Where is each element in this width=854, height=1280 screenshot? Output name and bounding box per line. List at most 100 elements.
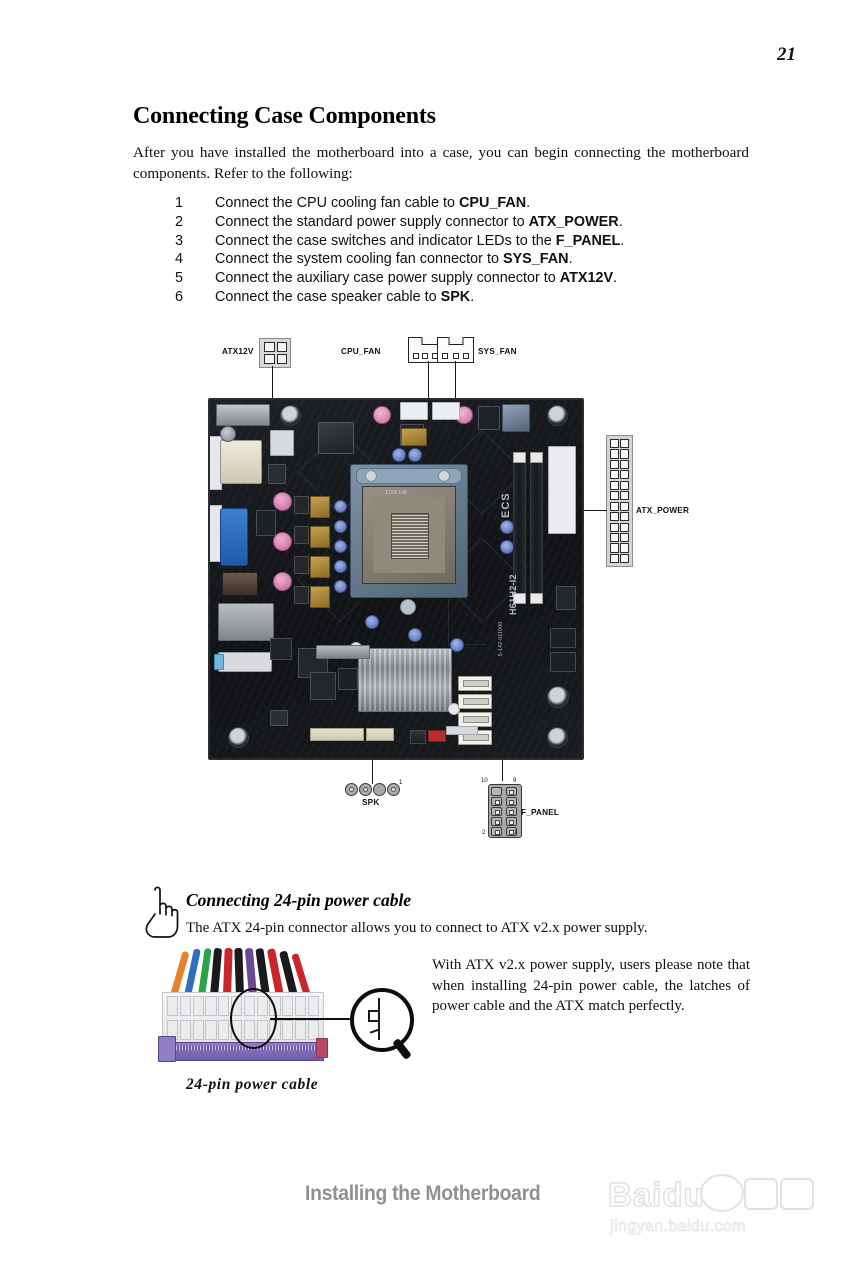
pin — [452, 353, 459, 359]
brand-logo: ECS — [500, 492, 512, 518]
list-item: 1 Connect the CPU cooling fan cable to C… — [175, 194, 775, 213]
step-text: Connect the system cooling fan connector… — [215, 251, 573, 268]
pin — [412, 353, 419, 359]
note-subtext: The ATX 24-pin connector allows you to c… — [186, 920, 648, 936]
step-number: 5 — [175, 270, 184, 287]
power-cable-photo — [152, 947, 417, 1066]
pin — [610, 501, 619, 511]
mosfet — [294, 586, 309, 604]
pin — [387, 783, 400, 796]
pcb-trace — [448, 575, 449, 645]
capacitor — [334, 500, 347, 513]
pin — [610, 439, 619, 449]
pin — [505, 797, 517, 806]
cable-caption: 24-pin power cable — [186, 1076, 319, 1093]
sata-port — [458, 712, 492, 727]
cell — [205, 1020, 217, 1040]
capacitor — [450, 638, 464, 652]
connector-white — [432, 402, 460, 420]
pin — [373, 783, 386, 796]
pin — [359, 783, 372, 796]
capacitor — [220, 426, 236, 442]
atx12v-connector — [259, 338, 291, 368]
pin — [610, 491, 619, 501]
cell — [307, 1020, 319, 1040]
cell — [218, 996, 230, 1016]
steps-list: 1 Connect the CPU cooling fan cable to C… — [175, 194, 775, 307]
sata-port — [458, 694, 492, 709]
header-block — [550, 652, 576, 672]
pin — [491, 807, 502, 816]
ic-chip — [318, 422, 354, 454]
capacitor — [334, 580, 347, 593]
capacitor — [408, 448, 422, 462]
ic-chip — [268, 464, 286, 484]
pin — [505, 807, 517, 816]
front-header — [410, 730, 426, 744]
step-number: 3 — [175, 232, 184, 249]
atx-power-label: ATX_POWER — [636, 506, 690, 515]
vga-port — [220, 508, 248, 566]
heatsink-pin — [448, 703, 460, 715]
pin — [491, 787, 502, 796]
cell — [218, 1020, 230, 1040]
step-number: 2 — [175, 213, 184, 230]
step-number: 1 — [175, 195, 184, 211]
cell — [192, 1020, 204, 1040]
page-number: 21 — [777, 44, 796, 65]
cell — [282, 996, 294, 1016]
page-title: Connecting Case Components — [133, 103, 436, 129]
pin — [620, 553, 629, 563]
motherboard-diagram: ATX12V CPU_FAN SYS_FAN — [0, 330, 854, 850]
hdmi-port — [222, 572, 258, 596]
pin — [610, 449, 619, 459]
spk-label: SPK — [362, 798, 380, 807]
choke — [310, 556, 330, 578]
latch-detail-glyph — [368, 1010, 371, 1022]
f-panel-leader-line — [502, 758, 504, 781]
pin — [620, 480, 629, 490]
watermark-paw-icon — [700, 1174, 744, 1212]
pin — [505, 817, 517, 826]
ic-chip — [270, 710, 288, 726]
pin — [505, 787, 517, 796]
mounting-hole — [547, 405, 568, 426]
step-number: 4 — [175, 251, 184, 268]
f-panel-pin-1-marker: 1 — [514, 830, 518, 836]
capacitor — [373, 406, 391, 424]
capacitor — [500, 520, 514, 534]
cell — [179, 1020, 192, 1040]
capacitor — [392, 448, 406, 462]
list-item: 5 Connect the auxiliary case power suppl… — [175, 269, 775, 288]
pointing-hand-icon — [145, 886, 179, 938]
capacitor — [273, 492, 292, 511]
latch-detail-glyph — [378, 998, 381, 1040]
cell — [192, 996, 204, 1016]
atx-power-leader-line — [573, 510, 607, 512]
note-heading: Connecting 24-pin power cable — [186, 890, 412, 910]
step-text: Connect the standard power supply connec… — [215, 213, 623, 230]
list-item: 3 Connect the case switches and indicato… — [175, 232, 775, 251]
ic-chip — [310, 672, 336, 700]
pin — [505, 827, 517, 836]
bios-chip — [401, 428, 427, 446]
ic-chip — [478, 406, 500, 430]
capacitor — [273, 572, 292, 591]
pin — [610, 533, 619, 543]
sys-fan-connector — [437, 337, 474, 363]
motherboard-photo: 1155 LM ECS H61H2-I2 5-142-011000 — [208, 398, 584, 760]
f-panel-pin-9-marker: 9 — [513, 778, 517, 784]
wire-red — [223, 947, 233, 997]
pci-slot — [366, 728, 394, 741]
wire-black — [234, 947, 244, 997]
mounting-hole — [228, 727, 249, 748]
pin — [620, 543, 629, 553]
socket-screw — [365, 470, 377, 482]
pin — [491, 827, 502, 836]
step-text: Connect the case speaker cable to SPK. — [215, 288, 475, 305]
step-text: Connect the auxiliary case power supply … — [215, 270, 618, 287]
pin — [620, 491, 629, 501]
audio-jack-blue — [214, 654, 224, 670]
audio-jacks — [218, 652, 272, 672]
pin — [620, 449, 629, 459]
